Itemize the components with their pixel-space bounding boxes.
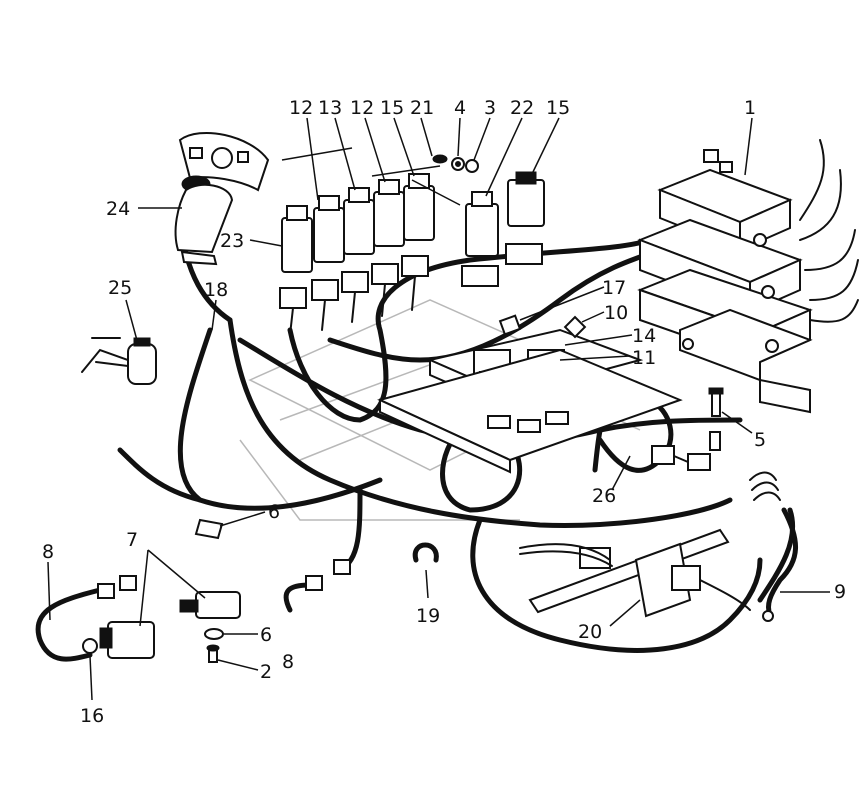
callout-12: 12 bbox=[289, 97, 313, 119]
relay-row bbox=[279, 173, 435, 336]
relay-15b bbox=[505, 171, 545, 265]
relay-12a bbox=[281, 205, 313, 273]
cable-9 bbox=[749, 471, 798, 622]
callout-17: 17 bbox=[602, 277, 626, 299]
callout-4: 4 bbox=[454, 97, 466, 119]
callout-21: 21 bbox=[410, 97, 434, 119]
callout-11: 11 bbox=[632, 347, 656, 369]
callout-19: 19 bbox=[416, 605, 440, 627]
callout-25: 25 bbox=[108, 277, 132, 299]
sensor-7b bbox=[99, 621, 155, 659]
callout-18: 18 bbox=[204, 279, 228, 301]
callout-8: 8 bbox=[282, 651, 294, 673]
callout-10: 10 bbox=[604, 302, 628, 324]
callout-6: 6 bbox=[268, 501, 280, 523]
joystick-24 bbox=[174, 132, 270, 266]
bolt-5 bbox=[708, 387, 724, 417]
callout-6: 6 bbox=[260, 624, 272, 646]
callout-9: 9 bbox=[834, 581, 846, 603]
callout-15: 15 bbox=[546, 97, 570, 119]
callout-labels: 1 12 13 12 15 21 4 3 22 15 24 23 25 18 1… bbox=[42, 97, 846, 727]
callout-14: 14 bbox=[632, 325, 656, 347]
leader-lines bbox=[47, 117, 830, 701]
callout-23: 23 bbox=[220, 230, 244, 252]
callout-12: 12 bbox=[350, 97, 374, 119]
sensor-7a bbox=[179, 591, 241, 619]
relay-15a bbox=[403, 173, 435, 241]
callout-2: 2 bbox=[260, 661, 272, 683]
callout-26: 26 bbox=[592, 485, 616, 507]
valve-block-1 bbox=[637, 139, 859, 414]
callout-20: 20 bbox=[578, 621, 602, 643]
relay-13 bbox=[313, 195, 345, 263]
relay-22 bbox=[461, 191, 499, 287]
bracket-20 bbox=[519, 528, 751, 618]
screw-2 bbox=[206, 644, 220, 663]
callout-5: 5 bbox=[754, 429, 766, 451]
pressure-switch-25 bbox=[81, 337, 157, 385]
connectors-8 bbox=[97, 559, 351, 599]
mounting-plate bbox=[377, 348, 683, 474]
plate-6a bbox=[194, 518, 224, 540]
callout-7: 7 bbox=[126, 529, 138, 551]
relay-12c bbox=[373, 179, 405, 247]
callout-13: 13 bbox=[318, 97, 342, 119]
clip-19 bbox=[412, 542, 439, 563]
hardware-washers bbox=[281, 147, 479, 206]
callout-15: 15 bbox=[380, 97, 404, 119]
connector-26 bbox=[651, 431, 721, 471]
callout-16: 16 bbox=[80, 705, 104, 727]
relay-12b bbox=[343, 187, 375, 255]
washer-6b bbox=[204, 628, 224, 640]
callout-3: 3 bbox=[484, 97, 496, 119]
nut-16 bbox=[82, 638, 98, 654]
callout-24: 24 bbox=[106, 198, 130, 220]
callout-8: 8 bbox=[42, 541, 54, 563]
callout-1: 1 bbox=[744, 97, 756, 119]
callout-22: 22 bbox=[510, 97, 534, 119]
